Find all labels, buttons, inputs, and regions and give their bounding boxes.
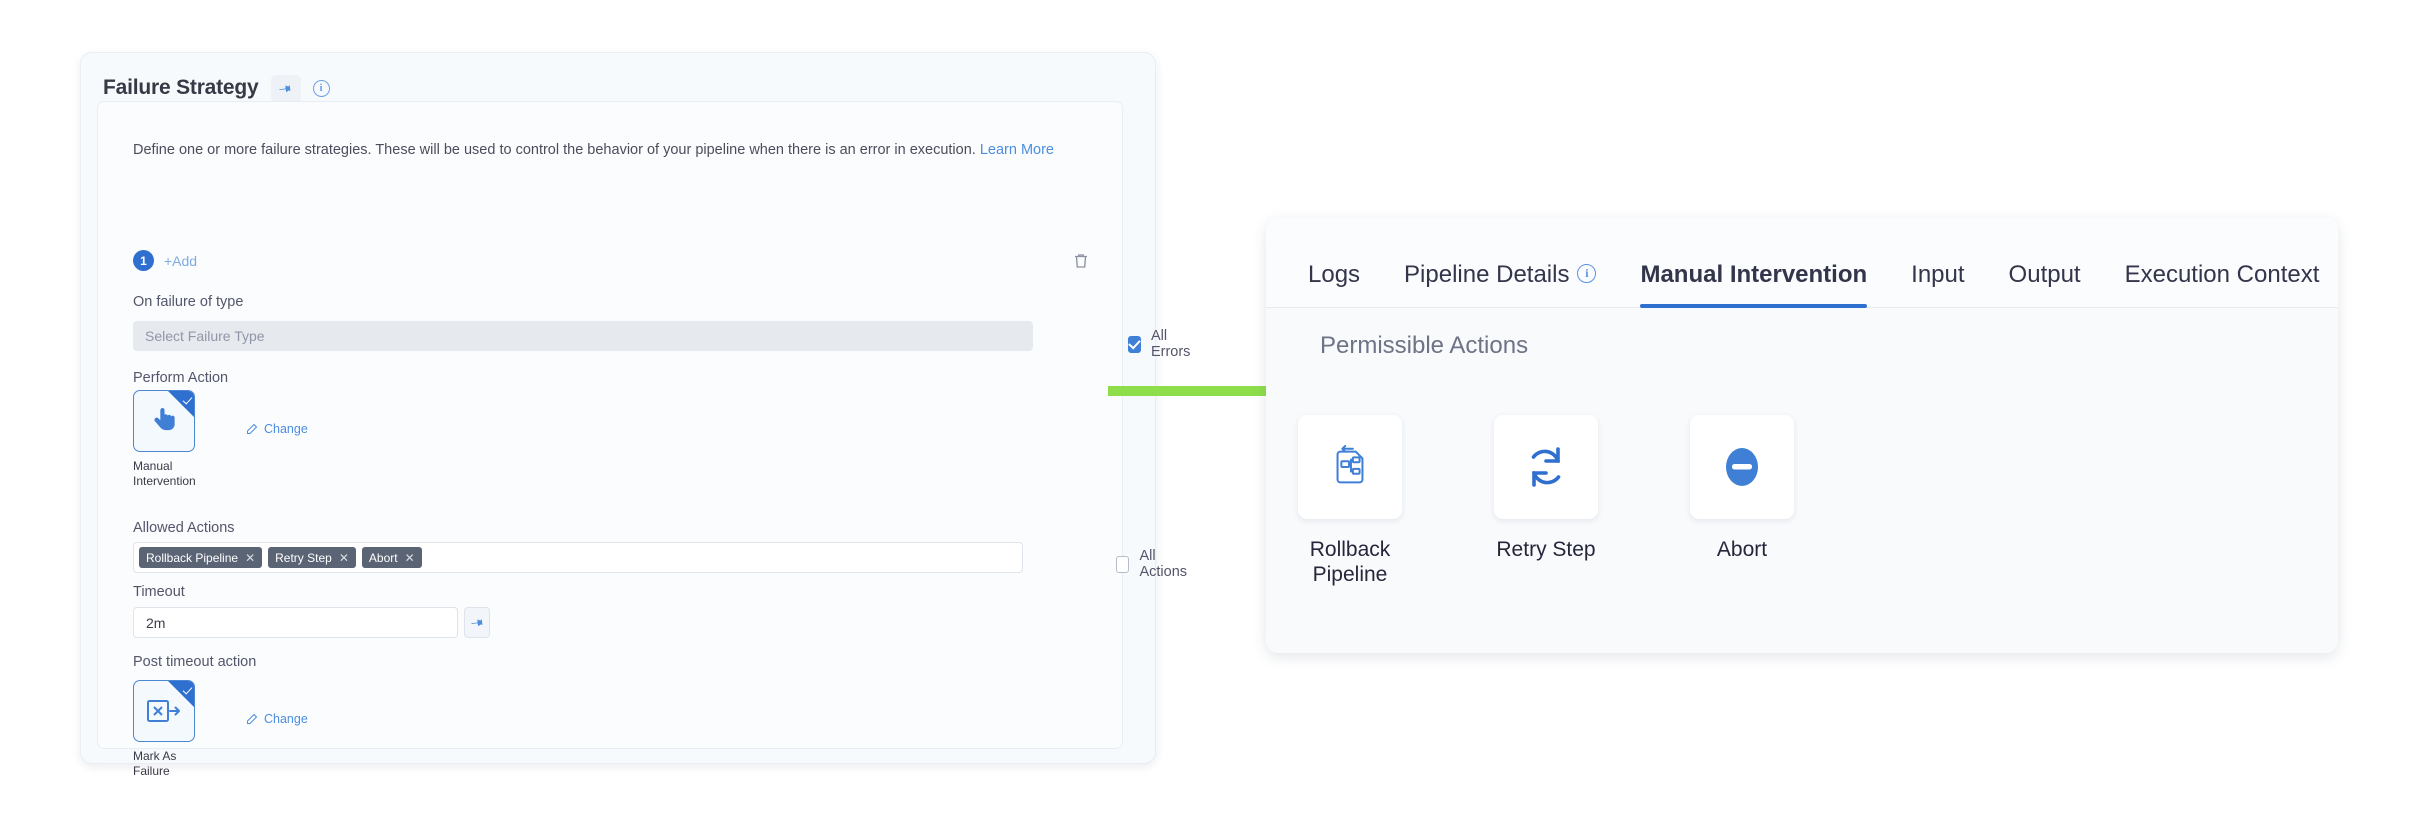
post-timeout-change-label: Change <box>264 712 308 726</box>
tab-label: Input <box>1911 261 1965 288</box>
allowed-actions-label: Allowed Actions <box>133 520 235 536</box>
strategy-index-badge: 1 <box>133 250 154 271</box>
action-card-abort[interactable]: Abort <box>1690 415 1794 587</box>
failure-type-select[interactable]: Select Failure Type <box>133 321 1033 351</box>
post-timeout-value: Mark As Failure <box>133 749 177 778</box>
post-timeout-tile-wrap: Mark As Failure <box>133 680 209 779</box>
permissible-actions-title: Permissible Actions <box>1320 332 1529 359</box>
all-actions-checkbox[interactable] <box>1116 555 1130 573</box>
permissible-actions-list: Rollback Pipeline Retry Step Abort <box>1298 415 1794 587</box>
tab-label: Execution Context <box>2124 261 2320 288</box>
chip-label: Rollback Pipeline <box>146 550 239 565</box>
tab-bar: Logs Pipeline Details i Manual Intervent… <box>1266 218 2338 308</box>
action-tile[interactable] <box>1690 415 1794 519</box>
chip-retry-step[interactable]: Retry Step ✕ <box>268 547 356 568</box>
chip-remove-icon[interactable]: ✕ <box>338 550 349 565</box>
tab-label: Output <box>2008 261 2081 288</box>
add-strategy-button[interactable]: +Add <box>164 252 198 269</box>
pin-glyph <box>279 84 291 92</box>
learn-more-link[interactable]: Learn More <box>979 142 1054 158</box>
rollback-pipeline-icon <box>1336 444 1364 484</box>
chip-abort[interactable]: Abort ✕ <box>361 547 422 568</box>
perform-action-change-button[interactable]: Change <box>246 422 308 436</box>
allowed-actions-input[interactable]: Rollback Pipeline ✕ Retry Step ✕ Abort ✕ <box>133 542 1023 573</box>
pin-glyph <box>470 618 482 627</box>
timeout-pin-icon[interactable] <box>464 607 490 638</box>
description-text: Define one or more failure strategies. T… <box>133 142 1054 158</box>
chip-remove-icon[interactable]: ✕ <box>404 550 415 565</box>
all-errors-label: All Errors <box>1150 328 1191 360</box>
perform-action-value: Manual Intervention <box>133 459 196 488</box>
info-icon[interactable]: i <box>1577 263 1597 283</box>
action-card-rollback-pipeline[interactable]: Rollback Pipeline <box>1298 415 1402 587</box>
tab-input[interactable]: Input <box>1889 261 1986 307</box>
tab-label: Manual Intervention <box>1640 261 1868 288</box>
chip-label: Abort <box>368 550 398 565</box>
action-card-retry-step[interactable]: Retry Step <box>1494 415 1598 587</box>
selected-corner-marker <box>168 681 194 707</box>
post-timeout-action-label: Post timeout action <box>133 654 257 670</box>
page-title: Failure Strategy <box>103 76 259 99</box>
add-strategy-row: 1 +Add <box>133 250 197 271</box>
pin-icon[interactable] <box>270 74 301 102</box>
action-tile[interactable] <box>1298 415 1402 519</box>
strategy-inner-panel: Define one or more failure strategies. T… <box>97 101 1190 778</box>
timeout-input[interactable]: 2m <box>133 607 458 638</box>
failure-strategy-card: Failure Strategy i Define one or more fa… <box>80 52 1190 778</box>
tab-label: Logs <box>1308 261 1361 288</box>
mark-as-failure-tile[interactable] <box>133 680 195 742</box>
pencil-icon <box>247 423 258 434</box>
tab-logs[interactable]: Logs <box>1300 261 1382 307</box>
selected-corner-marker <box>168 391 194 417</box>
tab-pipeline-details[interactable]: Pipeline Details i <box>1382 261 1618 307</box>
execution-detail-panel: Logs Pipeline Details i Manual Intervent… <box>1266 218 2338 653</box>
perform-action-change-label: Change <box>264 422 308 436</box>
description-sentence: Define one or more failure strategies. T… <box>133 142 976 158</box>
all-actions-label: All Actions <box>1139 548 1188 580</box>
hand-pointer-icon <box>154 407 175 431</box>
trash-icon[interactable] <box>1072 252 1090 270</box>
retry-step-icon <box>1531 447 1561 487</box>
tab-output[interactable]: Output <box>1987 261 2103 307</box>
mark-as-failure-icon <box>147 700 180 722</box>
all-errors-checkbox-row[interactable]: All Errors <box>1128 328 1194 360</box>
action-label: Rollback Pipeline <box>1309 538 1391 587</box>
tab-label: Pipeline Details <box>1404 261 1570 288</box>
timeout-label: Timeout <box>133 584 185 600</box>
all-actions-checkbox-row[interactable]: All Actions <box>1116 548 1191 580</box>
manual-intervention-tile[interactable] <box>133 390 195 452</box>
abort-icon <box>1726 448 1758 486</box>
pencil-icon <box>247 713 258 724</box>
action-label: Abort <box>1716 538 1768 561</box>
chip-remove-icon[interactable]: ✕ <box>245 550 256 565</box>
tab-execution-context[interactable]: Execution Context <box>2103 261 2342 307</box>
post-timeout-change-button[interactable]: Change <box>246 712 308 726</box>
action-label: Retry Step <box>1496 538 1596 561</box>
on-failure-type-label: On failure of type <box>133 294 244 310</box>
card-header: Failure Strategy i <box>81 53 1155 105</box>
perform-action-label: Perform Action <box>133 370 229 386</box>
chip-label: Retry Step <box>275 550 332 565</box>
tab-manual-intervention[interactable]: Manual Intervention <box>1618 261 1889 308</box>
perform-action-tile-wrap: Manual Intervention <box>133 390 209 489</box>
info-icon[interactable]: i <box>312 79 330 97</box>
chip-rollback-pipeline[interactable]: Rollback Pipeline ✕ <box>139 547 263 568</box>
action-tile[interactable] <box>1494 415 1598 519</box>
all-errors-checkbox[interactable] <box>1128 335 1141 353</box>
